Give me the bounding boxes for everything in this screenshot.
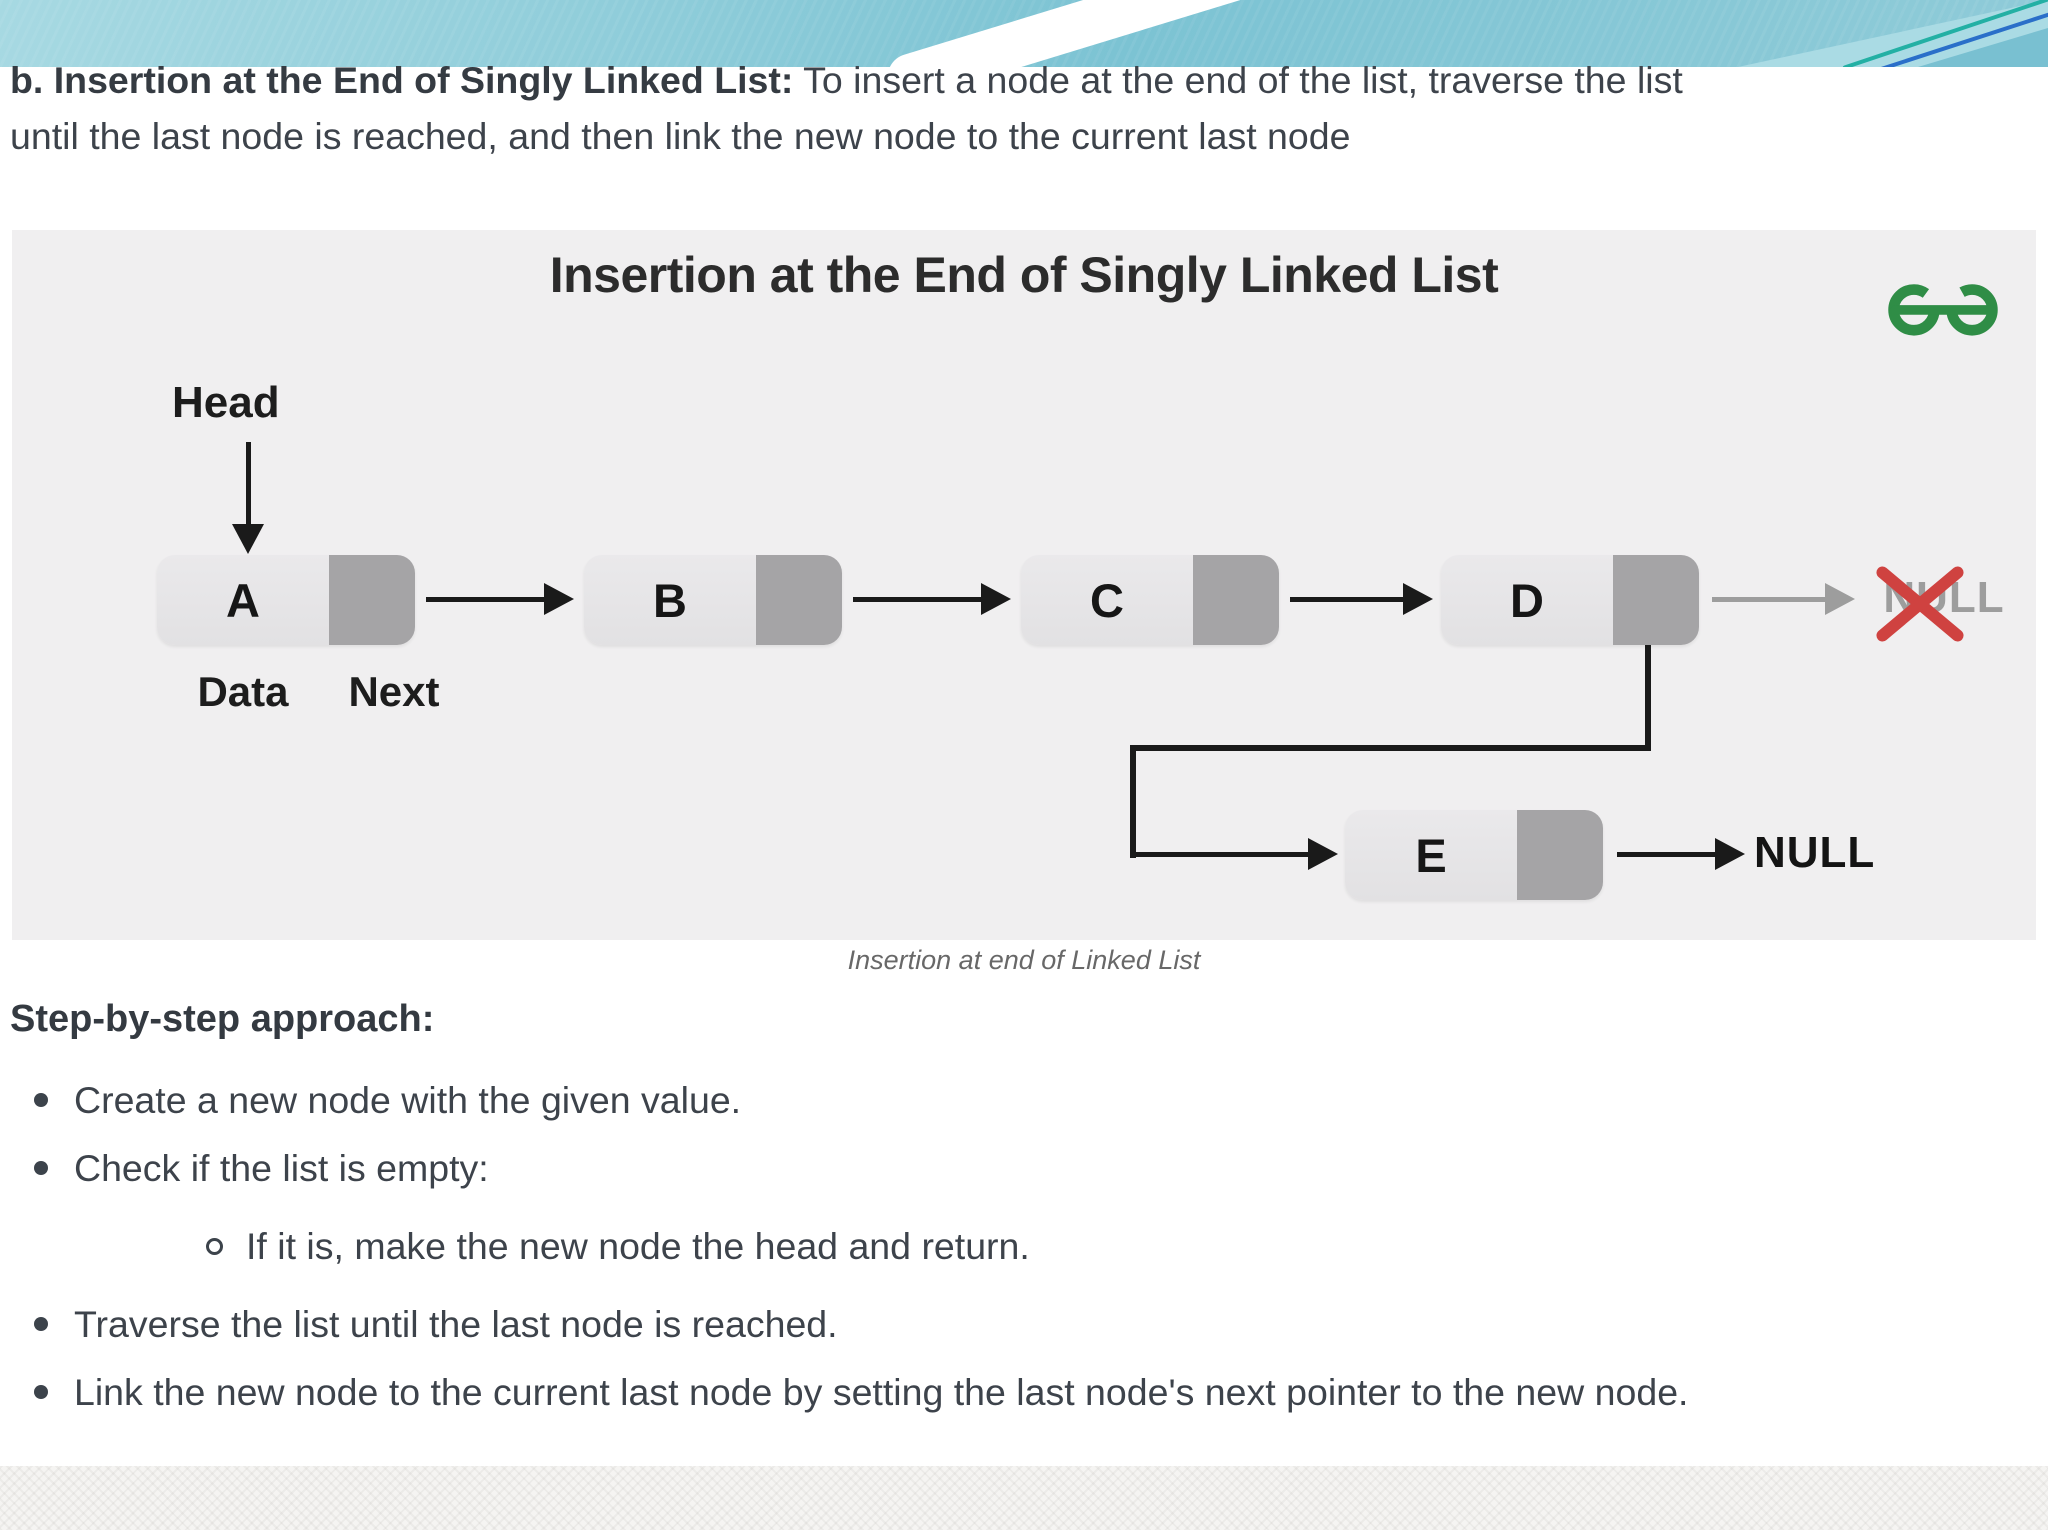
step-item: Create a new node with the given value. [10, 1075, 2038, 1125]
connector-arrow-to-e [1130, 838, 1338, 870]
terminal-null-label: NULL [1754, 828, 1876, 877]
faded-arrow-d-to-null [1712, 583, 1855, 615]
node-e-data-cell: E [1345, 810, 1517, 900]
diagram-panel: Insertion at the End of Singly Linked Li… [12, 230, 2036, 940]
node-d-data-cell: D [1441, 555, 1613, 645]
node-c: C [1021, 555, 1279, 645]
head-pointer-label: Head [172, 378, 280, 427]
arrow-b-to-c [853, 583, 1011, 615]
step-item: Traverse the list until the last node is… [10, 1299, 2038, 1349]
intro-lead-rest: To insert a node at the end of the list,… [793, 59, 1683, 101]
arrow-e-to-null [1617, 838, 1745, 870]
head-arrow [232, 442, 264, 554]
next-field-label: Next [348, 668, 440, 715]
node-b: B [584, 555, 842, 645]
node-d-next-cell [1613, 555, 1699, 645]
node-a-data-cell: A [157, 555, 329, 645]
red-cross-icon [1870, 554, 1970, 654]
connector-segment-3 [1130, 745, 1136, 858]
node-a-next-cell [329, 555, 415, 645]
connector-segment-1 [1645, 645, 1651, 751]
steps-list: Create a new node with the given value. … [10, 1075, 2038, 1417]
arrow-c-to-d [1290, 583, 1433, 615]
diagram-title: Insertion at the End of Singly Linked Li… [549, 247, 1499, 303]
node-d: D [1441, 555, 1699, 645]
node-b-data-cell: B [584, 555, 756, 645]
intro-line-1: b. Insertion at the End of Singly Linked… [10, 52, 2038, 108]
node-b-next-cell [756, 555, 842, 645]
diagram-caption: Insertion at end of Linked List [847, 945, 1201, 975]
node-c-next-cell [1193, 555, 1279, 645]
intro-lead-bold: b. Insertion at the End of Singly Linked… [10, 59, 794, 101]
geeksforgeeks-logo-icon [1888, 284, 1998, 336]
header-band [0, 0, 2048, 67]
node-c-data-cell: C [1021, 555, 1193, 645]
data-field-label: Data [197, 668, 289, 715]
connector-segment-2 [1130, 745, 1651, 751]
node-e-next-cell [1517, 810, 1603, 900]
intro-paragraph: b. Insertion at the End of Singly Linked… [10, 52, 2038, 164]
node-a: A [157, 555, 415, 645]
bottom-texture-band [0, 1466, 2048, 1530]
step-item: Link the new node to the current last no… [10, 1367, 2038, 1417]
step-item: Check if the list is empty: [10, 1143, 2038, 1193]
arrow-a-to-b [426, 583, 574, 615]
steps-section: Step-by-step approach: Create a new node… [10, 998, 2038, 1435]
substep-item: If it is, make the new node the head and… [182, 1221, 2038, 1271]
steps-heading: Step-by-step approach: [10, 998, 435, 1040]
node-e: E [1345, 810, 1603, 900]
intro-line-2: until the last node is reached, and then… [10, 115, 1351, 157]
